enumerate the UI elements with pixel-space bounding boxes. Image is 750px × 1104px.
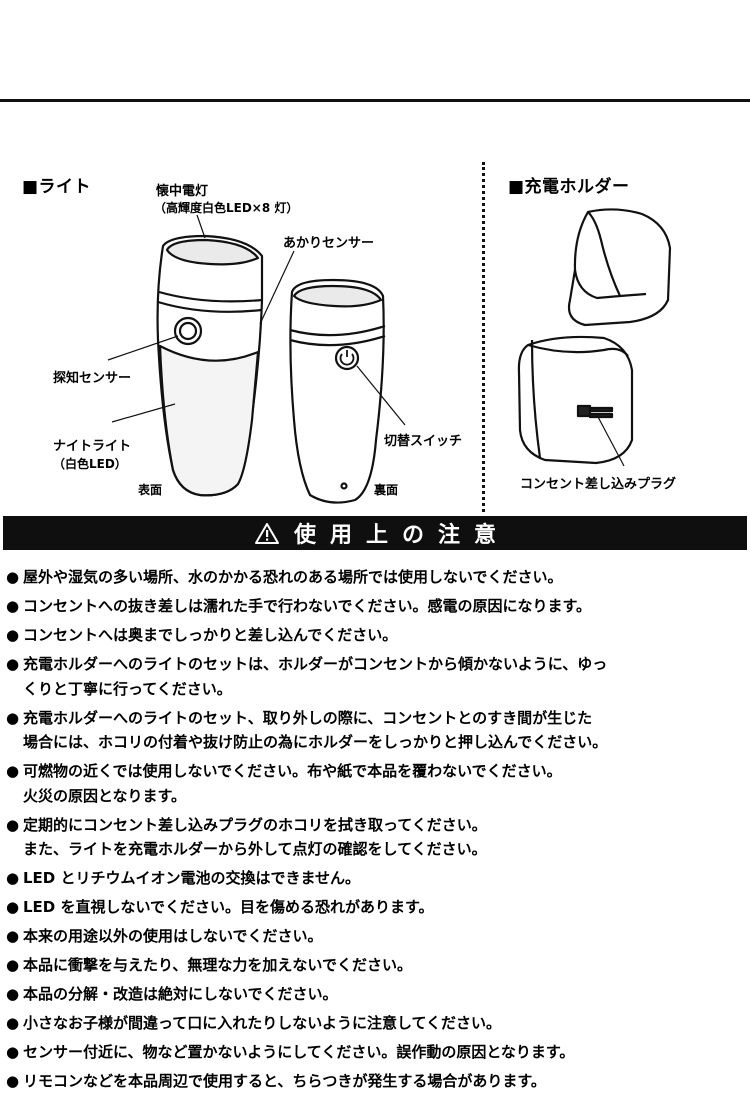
front-light-lower-panel	[158, 344, 260, 497]
warning-icon	[254, 522, 280, 545]
caution-item: ●センサー付近に、物など置かないようにしてください。誤作動の原因となります。	[6, 1043, 575, 1061]
caution-item: ●定期的にコンセント差し込みプラグのホコリを拭き取ってください。また、ライトを充…	[6, 815, 487, 859]
caution-item: ●本品に衝撃を与えたり、無理な力を加えないでください。	[6, 956, 412, 974]
back-light-body	[289, 278, 385, 504]
section-divider	[482, 162, 485, 512]
plug-icon	[576, 404, 592, 418]
caution-item: ●充電ホルダーへのライトのセット、取り外しの際に、コンセントとのすき間が生じた場…	[6, 708, 608, 752]
plug-label: コンセント差し込みプラグ	[520, 477, 677, 492]
caution-item: ●可燃物の近くでは使用しないでください。布や紙で本品を覆わないでください。火災の…	[6, 762, 562, 805]
caution-item: ●小さなお子様が間違って口に入れたりしないように注意してください。	[6, 1014, 502, 1032]
nightlight-label: ナイトライト	[53, 439, 132, 454]
mode-switch-label: 切替スイッチ	[384, 434, 463, 449]
ambient-sensor-label: あかりセンサー	[283, 236, 375, 251]
caution-item: ●リモコンなどを本品周辺で使用すると、ちらつきが発生する場合があります。	[6, 1072, 546, 1090]
light-section-header: ■ライト	[22, 177, 92, 197]
caution-item: ●LED を直視しないでください。目を傷める恐れがあります。	[6, 898, 434, 916]
caution-item: ●充電ホルダーへのライトのセットは、ホルダーがコンセントから傾かないように、ゆっ…	[6, 655, 608, 698]
caution-title: 使用上の注意	[293, 523, 510, 548]
caution-list: ●屋外や湿気の多い場所、水のかかる恐れのある場所では使用しないでください。 ●コ…	[6, 565, 750, 1098]
holder-section-header: ■充電ホルダー	[508, 177, 630, 197]
front-light-head	[165, 238, 260, 266]
flashlight-label: 懐中電灯	[156, 184, 209, 199]
caution-item: ●屋外や湿気の多い場所、水のかかる恐れのある場所では使用しないでください。	[6, 568, 563, 586]
charging-holder-bottom	[517, 335, 634, 465]
caution-item: ●LED とリチウムイオン電池の交換はできません。	[6, 869, 361, 887]
front-side-label: 表面	[138, 483, 163, 497]
mode-switch-icon	[334, 345, 360, 371]
caution-item: ●本来の用途以外の使用はしないでください。	[6, 927, 323, 945]
detection-sensor-label: 探知センサー	[53, 371, 132, 386]
caution-banner: 使用上の注意	[3, 516, 747, 550]
charging-holder-top	[567, 208, 672, 327]
flashlight-spec-label: （高輝度白色LED×8 灯）	[154, 201, 299, 215]
caution-item: ●コンセントへの抜き差しは濡れた手で行わないでください。感電の原因になります。	[6, 597, 592, 615]
nightlight-spec-label: （白色LED）	[53, 457, 127, 471]
top-divider	[0, 99, 750, 102]
caution-item: ●コンセントへは奥までしっかりと差し込んでください。	[6, 626, 398, 644]
product-illustration	[107, 208, 672, 504]
caution-item: ●本品の分解・改造は絶対にしないでください。	[6, 985, 338, 1003]
back-side-label: 裏面	[374, 483, 399, 497]
